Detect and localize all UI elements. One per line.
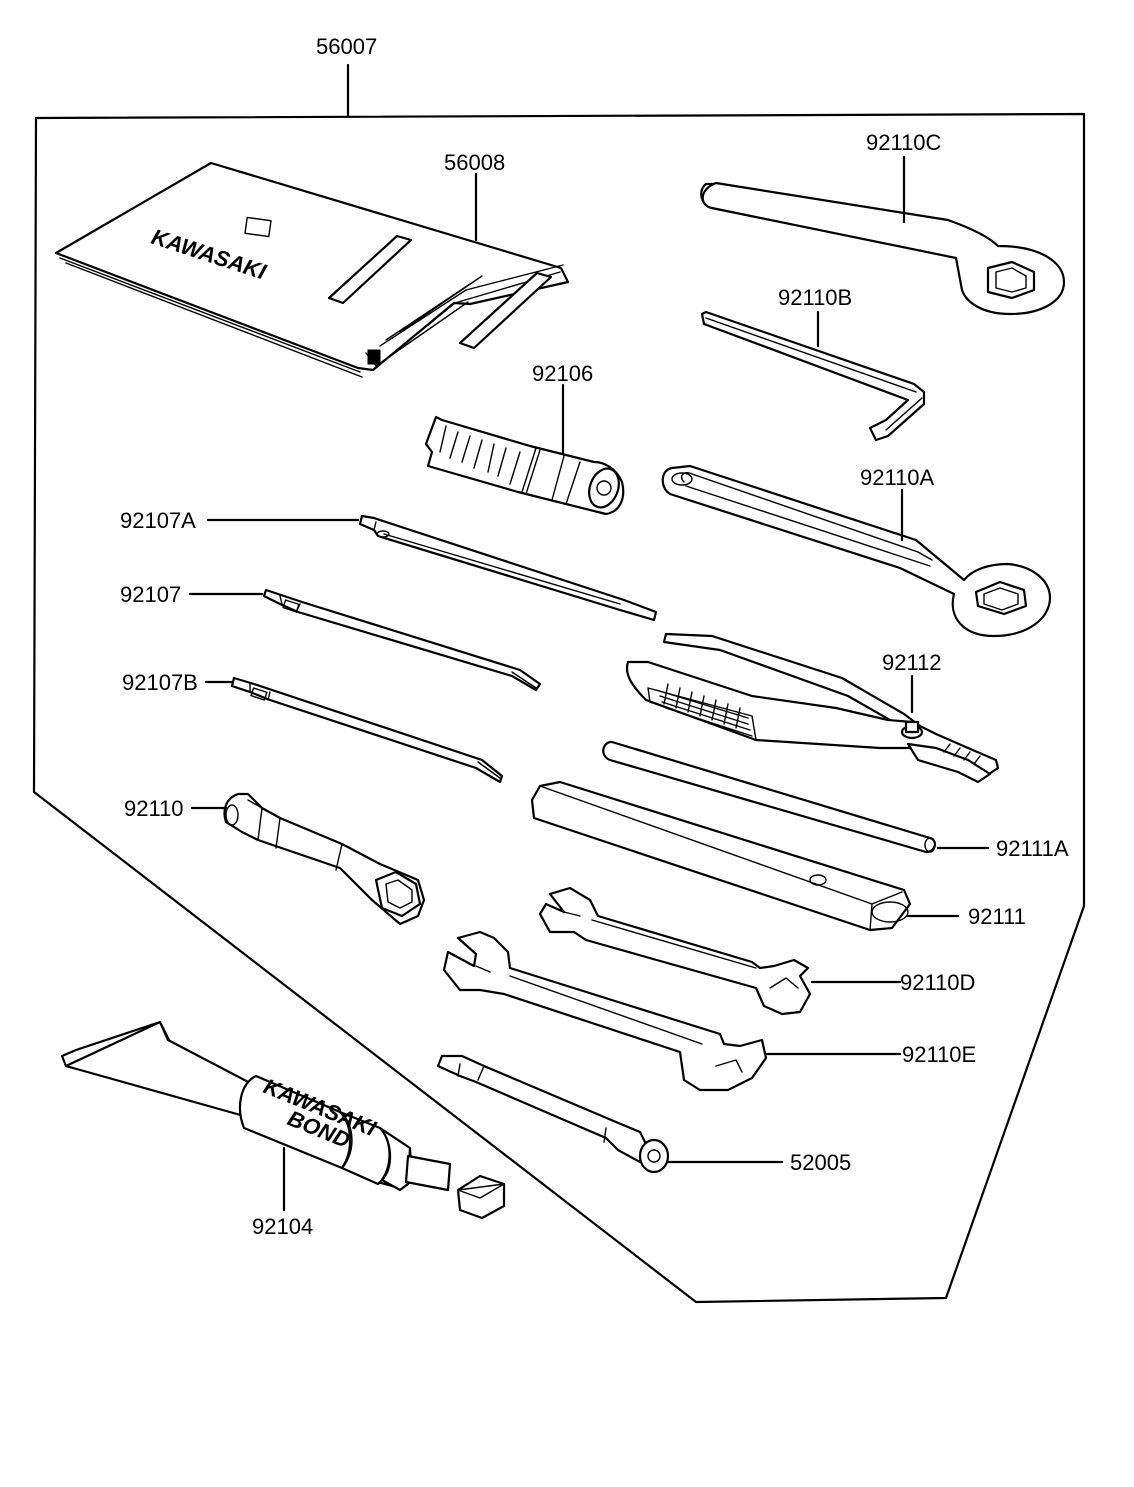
gauge-52005 — [436, 1054, 670, 1174]
pliers-92112 — [625, 632, 1000, 784]
bar-92111 — [530, 780, 912, 932]
ring-wrench-92110a — [661, 464, 1052, 638]
label-52005: 52005 — [790, 1150, 851, 1175]
label-92107a: 92107A — [120, 508, 196, 533]
open-wrench-92110d — [538, 886, 812, 1016]
label-92110b: 92110B — [778, 285, 852, 310]
label-92107b: 92107B — [122, 670, 198, 695]
open-wrench-92110e — [442, 930, 768, 1092]
socket-wrench-92110 — [223, 792, 426, 926]
label-92111: 92111 — [968, 904, 1026, 929]
screwdriver-92107b — [230, 676, 504, 784]
label-92110e: 92110E — [902, 1042, 976, 1067]
label-92110d: 92110D — [900, 970, 975, 995]
label-56008: 56008 — [444, 150, 505, 175]
label-92110a: 92110A — [860, 465, 935, 490]
kit-boundary — [32, 63, 1086, 1304]
label-92112: 92112 — [882, 650, 942, 675]
part-labels: 56007 56008 92110C 92110B 92106 92110A 9… — [120, 34, 1069, 1239]
leader-lines — [188, 155, 990, 1212]
driver-handle-92106 — [424, 415, 625, 516]
label-56007: 56007 — [316, 34, 377, 59]
screwdriver-92107a — [358, 514, 658, 622]
label-92111a: 92111A — [996, 836, 1069, 861]
label-92110c: 92110C — [866, 130, 942, 155]
ring-wrench-92110c — [700, 181, 1066, 316]
hex-key-92110b — [700, 310, 926, 442]
label-92107: 92107 — [120, 582, 181, 607]
tool-pouch: KAWASAKI — [54, 161, 570, 378]
label-92106: 92106 — [532, 361, 593, 386]
label-92110: 92110 — [124, 796, 184, 821]
rod-92111a — [602, 740, 936, 854]
screwdriver-92107 — [262, 588, 542, 692]
label-92104: 92104 — [252, 1214, 313, 1239]
